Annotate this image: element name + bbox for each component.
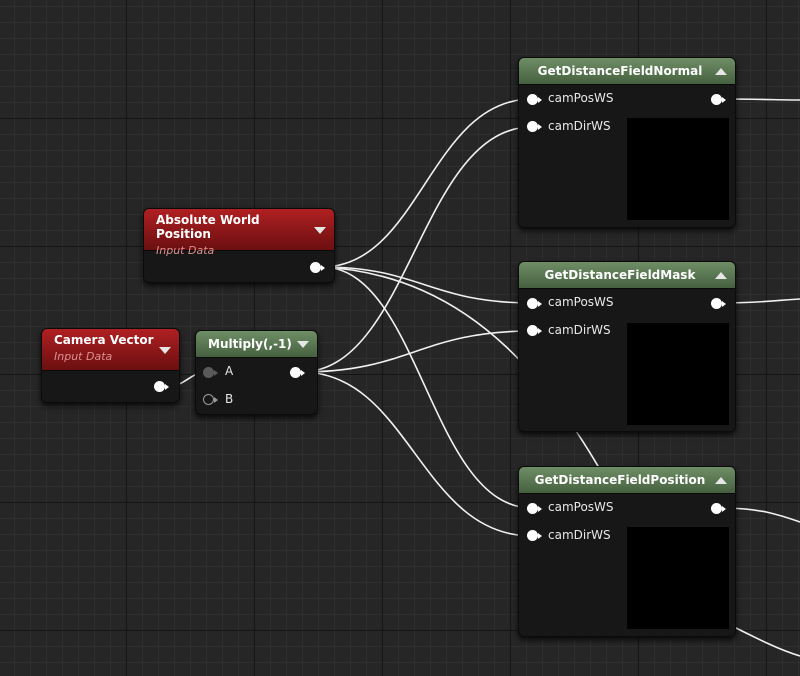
absolute-world-position-header[interactable]: Absolute World Position Input Data xyxy=(144,209,334,257)
multiply-pin-a-label: A xyxy=(225,364,234,378)
wire-awp-position-campos xyxy=(321,266,533,509)
mask-camdir-input-pin[interactable] xyxy=(527,325,542,336)
multiply-input-pin-a[interactable] xyxy=(203,367,218,378)
node-title: GetDistanceFieldPosition xyxy=(534,473,706,487)
node-title: Camera Vector xyxy=(54,333,154,347)
wire-mul-normal-camdir xyxy=(300,126,533,373)
multiply-header[interactable]: Multiply(,-1) xyxy=(196,331,317,358)
get-distance-field-mask-node[interactable]: GetDistanceFieldMask xyxy=(518,261,736,432)
get-distance-field-normal-header[interactable]: GetDistanceFieldNormal xyxy=(519,58,735,85)
normal-campos-input-pin[interactable] xyxy=(527,94,542,105)
normal-output-pin[interactable] xyxy=(711,94,726,105)
mask-output-pin[interactable] xyxy=(711,298,726,309)
node-title: Multiply(,-1) xyxy=(208,337,292,351)
position-camdir-input-pin[interactable] xyxy=(527,530,542,541)
mask-campos-input-pin[interactable] xyxy=(527,298,542,309)
node-subtitle: Input Data xyxy=(54,350,113,363)
position-campos-label: camPosWS xyxy=(548,500,614,514)
node-title: GetDistanceFieldMask xyxy=(544,268,696,282)
mask-campos-label: camPosWS xyxy=(548,295,614,309)
mask-camdir-label: camDirWS xyxy=(548,323,611,337)
camera-vector-node[interactable]: Camera Vector Input Data xyxy=(41,328,180,403)
position-output-pin[interactable] xyxy=(711,503,726,514)
get-distance-field-normal-node[interactable]: GetDistanceFieldNormal xyxy=(518,57,736,228)
multiply-output-pin[interactable] xyxy=(290,367,305,378)
position-camdir-label: camDirWS xyxy=(548,528,611,542)
normal-camdir-label: camDirWS xyxy=(548,119,611,133)
preview-thumbnail xyxy=(627,118,729,220)
preview-thumbnail xyxy=(627,323,729,425)
wire-mul-mask-camdir xyxy=(300,330,533,373)
absolute-world-position-node[interactable]: Absolute World Position Input Data xyxy=(143,208,335,283)
wire-position-bottom-out xyxy=(731,625,800,657)
get-distance-field-position-node[interactable]: GetDistanceFieldPosition xyxy=(518,466,736,637)
node-title: Absolute World Position xyxy=(156,213,260,241)
multiply-input-pin-b[interactable] xyxy=(203,394,218,405)
get-distance-field-mask-header[interactable]: GetDistanceFieldMask xyxy=(519,262,735,289)
camera-vector-output-pin[interactable] xyxy=(154,381,169,392)
multiply-pin-b-label: B xyxy=(225,392,234,406)
normal-camdir-input-pin[interactable] xyxy=(527,121,542,132)
wire-mul-position-camdir xyxy=(300,371,533,537)
node-subtitle: Input Data xyxy=(156,244,215,257)
wire-awp-normal-campos xyxy=(321,98,533,268)
collapse-arrow-icon[interactable] xyxy=(297,341,309,348)
wire-awp-mask-campos xyxy=(321,266,533,304)
expand-arrow-icon[interactable] xyxy=(715,477,727,484)
expand-arrow-icon[interactable] xyxy=(715,68,727,75)
node-title: GetDistanceFieldNormal xyxy=(537,64,703,78)
collapse-arrow-icon[interactable] xyxy=(159,346,171,354)
expand-arrow-icon[interactable] xyxy=(715,272,727,279)
camera-vector-header[interactable]: Camera Vector Input Data xyxy=(42,329,179,371)
position-campos-input-pin[interactable] xyxy=(527,503,542,514)
preview-thumbnail xyxy=(627,527,729,629)
collapse-arrow-icon[interactable] xyxy=(314,226,326,234)
absolute-world-position-output-pin[interactable] xyxy=(310,262,325,273)
get-distance-field-position-header[interactable]: GetDistanceFieldPosition xyxy=(519,467,735,494)
normal-campos-label: camPosWS xyxy=(548,91,614,105)
